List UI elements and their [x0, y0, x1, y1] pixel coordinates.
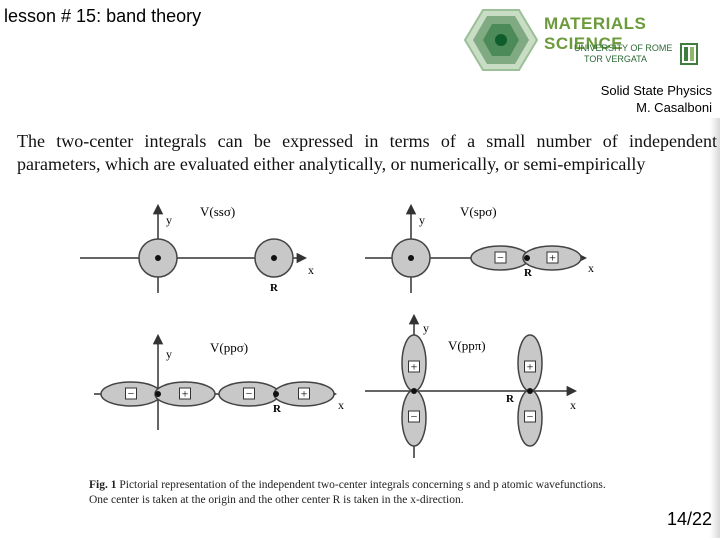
lobe-sign: − [128, 387, 135, 401]
course-name: Solid State Physics [600, 83, 712, 98]
caption-figure-number: Fig. 1 [89, 479, 117, 491]
sign-box [179, 387, 191, 400]
university-logo: MATERIALS SCIENCE UNIVERSITY OF ROME TOR… [462, 6, 712, 74]
lecturer-name: M. Casalboni [636, 100, 712, 115]
panel-pp-sigma: − + − + V(ppσ) y x R [94, 333, 344, 430]
lobe-sign: + [549, 251, 556, 265]
caption-text: Pictorial representation of the independ… [89, 479, 606, 506]
panel-label: V(ssσ) [200, 204, 235, 219]
course-info: Solid State Physics M. Casalboni [601, 82, 712, 116]
university-crest-icon [680, 43, 698, 65]
sign-box [546, 251, 559, 264]
hexagon-logo-icon [463, 9, 539, 71]
y-axis-label: y [419, 213, 425, 227]
y-axis-label: y [166, 347, 172, 361]
sign-box [524, 360, 536, 373]
sign-box [408, 410, 420, 423]
center-label: R [524, 267, 533, 279]
atom-center [271, 255, 277, 261]
slide-title: lesson # 15: band theory [4, 6, 202, 26]
y-axis-label: y [166, 213, 172, 227]
intro-paragraph: The two-center integrals can be expresse… [17, 131, 717, 174]
atom-center [408, 255, 414, 261]
sign-box [125, 387, 137, 400]
atom-center [527, 388, 533, 394]
logo-university-line2: TOR VERGATA [584, 54, 648, 64]
atom-center [155, 391, 161, 397]
lobe-sign: − [411, 410, 418, 424]
page-number: 14/22 [666, 509, 712, 529]
panel-pp-pi: + − + − V(ppπ) y x R [365, 313, 578, 458]
atom-center [411, 388, 417, 394]
lobe-sign: − [527, 410, 534, 424]
lobe-sign: + [301, 387, 308, 401]
x-axis-label: x [570, 398, 576, 412]
lobe-sign: − [497, 251, 504, 265]
logo-university-line1: UNIVERSITY OF ROME [574, 43, 673, 53]
atom-center [273, 391, 279, 397]
x-axis-label: x [338, 398, 344, 412]
y-axis-label: y [423, 321, 429, 335]
sign-box [494, 251, 507, 264]
panel-sp-sigma: − + V(spσ) y x R [365, 203, 594, 293]
center-label: R [273, 403, 282, 415]
lobe-sign: + [182, 387, 189, 401]
logo-title: MATERIALS SCIENCE [544, 14, 647, 53]
figure-caption: Fig. 1 Pictorial representation of the i… [89, 478, 616, 508]
sign-box [298, 387, 310, 400]
panel-label: V(ppπ) [448, 338, 486, 353]
panel-label: V(spσ) [460, 204, 497, 219]
panel-label: V(ppσ) [210, 340, 248, 355]
atom-center [155, 255, 161, 261]
x-axis-label: x [308, 263, 314, 277]
lobe-sign: + [411, 360, 418, 374]
lobe-sign: − [246, 387, 253, 401]
center-label: R [270, 282, 279, 294]
sign-box [524, 410, 536, 423]
scan-edge [710, 118, 720, 538]
two-center-integrals-figure: V(ssσ) y x R − + V(spσ) y x R − + [80, 203, 594, 458]
panel-ss-sigma: V(ssσ) y x R [80, 203, 314, 294]
atom-center [524, 255, 530, 261]
x-axis-label: x [588, 261, 594, 275]
logo-university: UNIVERSITY OF ROME TOR VERGATA [574, 43, 672, 65]
center-label: R [506, 393, 515, 405]
lobe-sign: + [527, 360, 534, 374]
sign-box [408, 360, 420, 373]
sign-box [243, 387, 255, 400]
